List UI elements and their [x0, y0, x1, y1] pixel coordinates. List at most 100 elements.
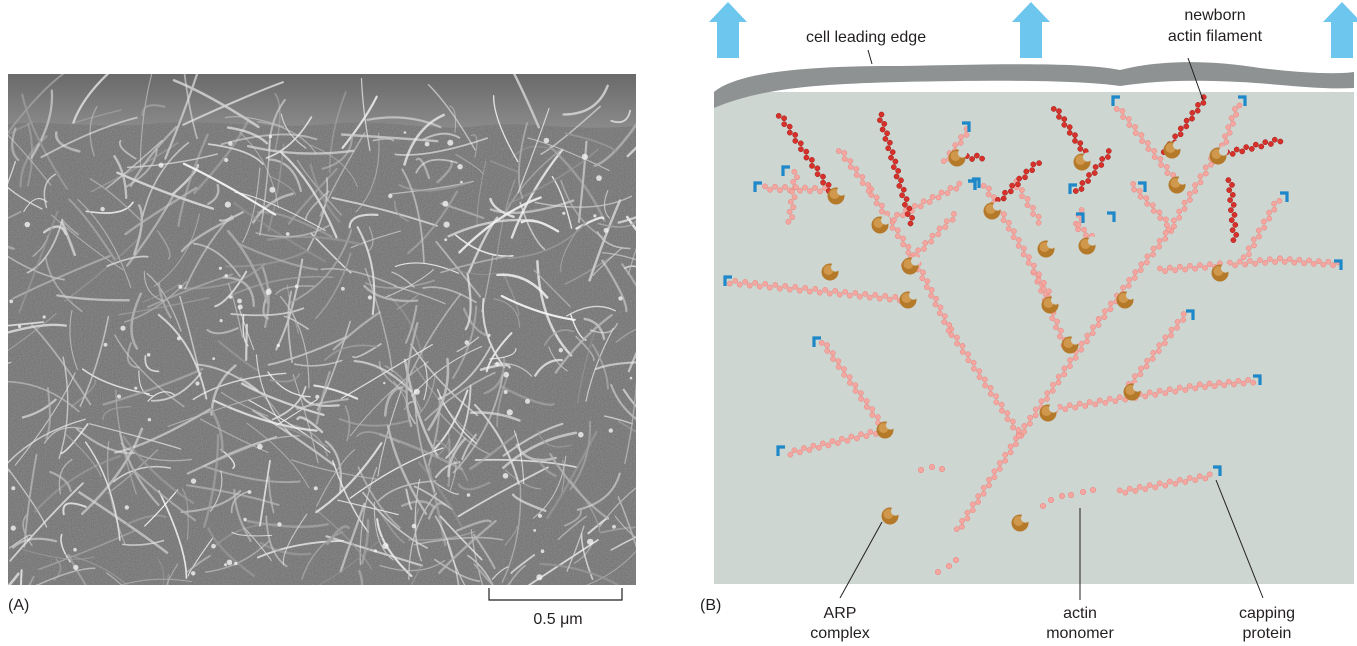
filament	[413, 389, 436, 493]
particle	[219, 319, 223, 323]
filament	[20, 569, 23, 585]
filament	[427, 84, 476, 151]
filament	[204, 540, 270, 573]
particle	[612, 524, 616, 529]
particle	[276, 343, 280, 348]
particle	[383, 381, 386, 385]
filament	[405, 322, 419, 428]
filament	[610, 109, 632, 124]
filament	[427, 357, 450, 431]
filament	[533, 269, 571, 308]
filament	[181, 487, 189, 541]
filament	[275, 285, 315, 295]
filament	[504, 469, 541, 490]
filament	[320, 268, 397, 287]
filament	[360, 77, 371, 152]
filament	[79, 315, 110, 408]
filament	[58, 356, 69, 459]
filament	[569, 479, 601, 533]
filament	[317, 536, 383, 585]
particle	[234, 561, 238, 566]
filament	[85, 201, 134, 214]
filament	[8, 323, 67, 334]
filament	[68, 198, 116, 260]
filament	[356, 226, 376, 316]
filament	[35, 567, 96, 585]
filament	[62, 502, 87, 516]
filament	[113, 155, 128, 200]
filament	[8, 312, 57, 352]
filament	[214, 270, 248, 308]
particle	[178, 284, 183, 289]
filament	[30, 323, 92, 406]
scale-bar	[488, 588, 623, 601]
filament	[339, 502, 366, 573]
filament	[8, 418, 86, 464]
capping-label-line2: protein	[1242, 625, 1292, 642]
particle	[224, 201, 231, 208]
filament	[331, 196, 438, 227]
filament	[22, 549, 95, 560]
particle	[540, 549, 545, 553]
filament	[534, 358, 563, 377]
filament	[313, 384, 359, 400]
filament	[9, 482, 84, 562]
filament	[261, 264, 270, 329]
filament	[186, 554, 211, 573]
particle	[466, 493, 471, 497]
filament	[405, 488, 413, 510]
filament	[622, 388, 636, 408]
capping-protein-icon	[968, 179, 977, 190]
filament	[267, 335, 348, 366]
filament	[256, 539, 344, 559]
filament	[592, 247, 623, 276]
filament	[180, 217, 234, 253]
particle	[444, 238, 448, 242]
filament	[401, 168, 425, 264]
particle	[596, 175, 602, 181]
filament	[510, 554, 536, 574]
filament	[549, 453, 610, 520]
filament	[394, 262, 460, 274]
filament	[26, 123, 34, 187]
filament	[436, 431, 450, 458]
filament	[458, 196, 542, 254]
filament	[562, 84, 609, 116]
arp-label-line1: ARP	[823, 605, 857, 622]
particle	[158, 162, 164, 168]
filament	[476, 160, 487, 228]
filament	[364, 267, 393, 373]
filament	[617, 216, 636, 224]
filament	[255, 224, 330, 238]
filament	[150, 372, 202, 402]
filament	[120, 442, 193, 462]
filament	[321, 134, 354, 170]
filament	[394, 200, 410, 222]
filament	[126, 153, 218, 169]
actin-monomer	[945, 562, 953, 570]
filament	[446, 541, 466, 585]
filament	[391, 271, 415, 288]
particle	[503, 390, 508, 394]
particle	[73, 547, 77, 552]
filament	[165, 563, 179, 585]
particle	[42, 315, 46, 319]
filament	[119, 578, 192, 585]
filament	[196, 363, 259, 392]
newborn-actin-filament	[775, 113, 832, 194]
filament	[34, 455, 121, 513]
filament	[224, 116, 285, 128]
filament	[532, 455, 567, 519]
filament	[60, 220, 77, 257]
particle	[506, 409, 513, 416]
particle	[495, 361, 500, 367]
filament	[599, 526, 636, 534]
newborn-actin-filament	[1072, 148, 1112, 194]
filament	[624, 379, 636, 465]
filament	[427, 466, 447, 547]
filament	[259, 459, 271, 527]
filament	[233, 201, 327, 263]
particle	[502, 473, 509, 479]
filament	[504, 148, 563, 214]
filament	[89, 106, 98, 157]
